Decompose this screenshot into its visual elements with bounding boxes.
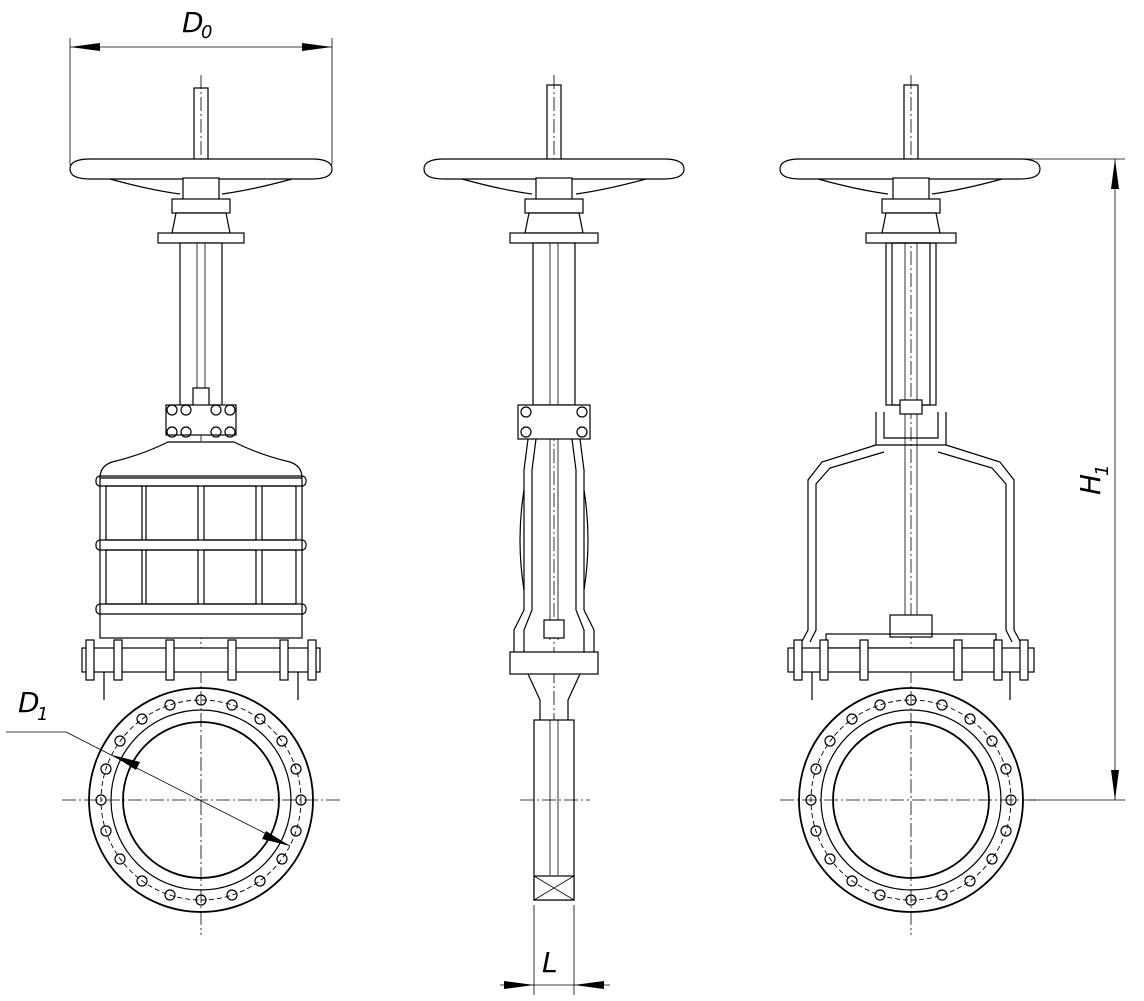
dimension-d0: D 0	[69, 6, 333, 165]
h1-subscript: 1	[1092, 465, 1113, 476]
section-view	[779, 75, 1041, 935]
flange-bolt-holes-section	[805, 694, 1017, 906]
h1-label: H	[1074, 474, 1107, 495]
dimension-d1: D 1	[6, 686, 291, 847]
d1-label: D	[18, 686, 40, 719]
l-label: L	[542, 946, 558, 979]
dimension-l: L	[500, 905, 610, 995]
handwheel-side	[423, 158, 685, 180]
front-view	[62, 75, 340, 935]
handwheel	[69, 158, 333, 180]
dimension-h1: H 1	[958, 158, 1125, 801]
handwheel-section	[779, 158, 1041, 180]
d0-subscript: 0	[201, 22, 212, 43]
side-view	[423, 75, 685, 901]
d1-subscript: 1	[37, 704, 48, 725]
d0-label: D	[182, 6, 204, 39]
